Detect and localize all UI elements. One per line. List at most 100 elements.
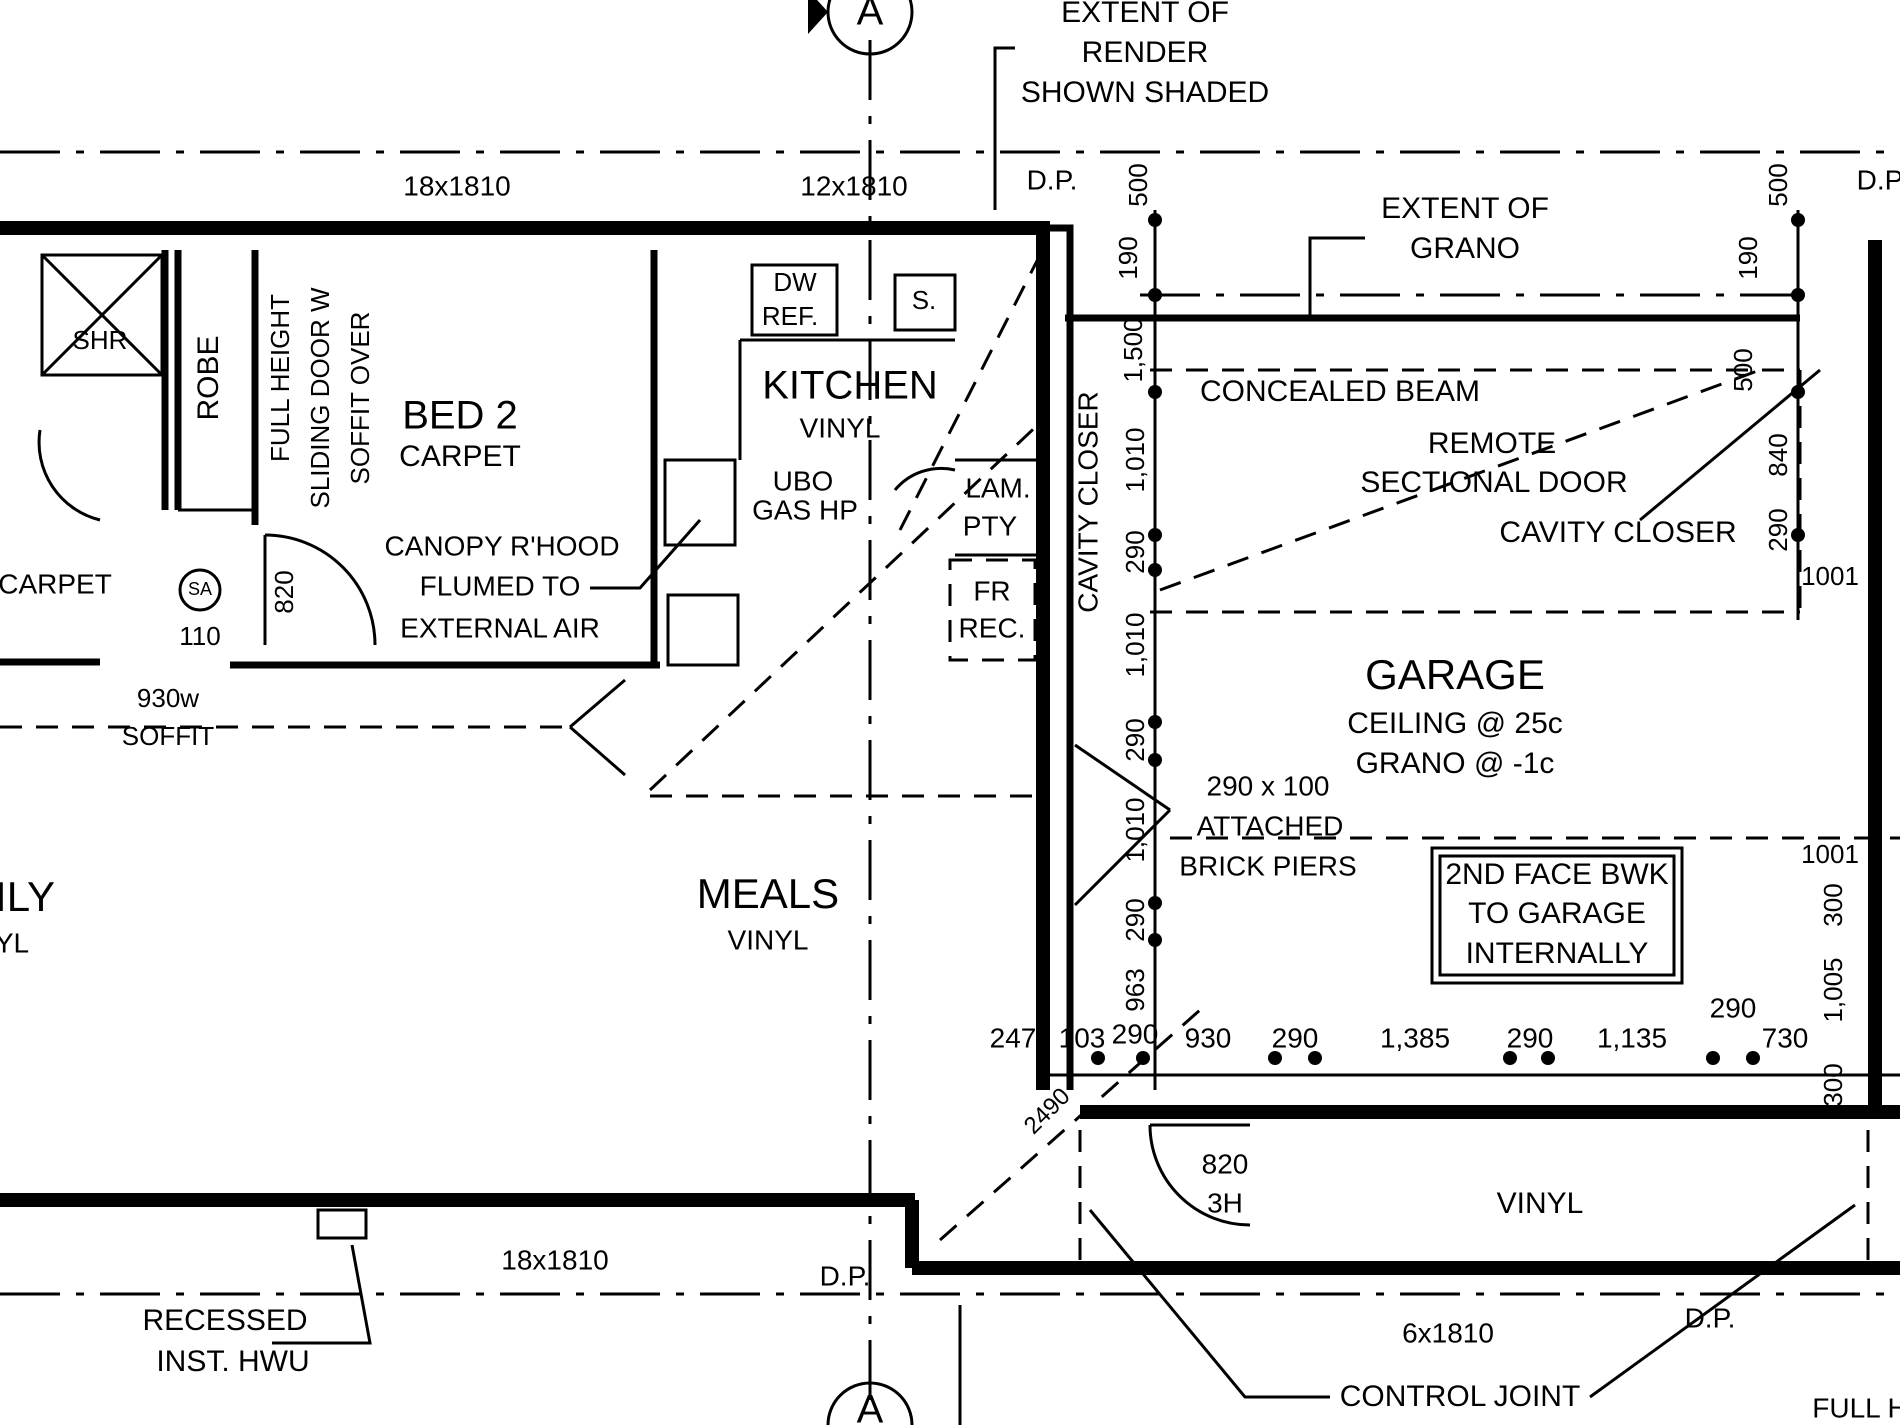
second-face-line-3: INTERNALLY	[1466, 937, 1649, 970]
dim-dot	[1091, 1051, 1105, 1065]
dim-dot	[1308, 1051, 1322, 1065]
dim-text: 963	[1120, 968, 1150, 1011]
dim-dot	[1136, 1051, 1150, 1065]
dishwasher-box	[750, 263, 839, 337]
gas-hp-label: GAS HP	[752, 494, 858, 525]
dim-text: 103	[1059, 1022, 1106, 1053]
dim-dot	[1503, 1051, 1517, 1065]
hwu-box	[316, 1208, 368, 1240]
leader-lines	[272, 46, 1856, 1425]
doors	[37, 429, 1251, 1227]
ref-label: REF.	[762, 301, 818, 331]
shower-cross-2	[40, 253, 164, 377]
shr-label: SHR	[73, 325, 128, 355]
dw-label: DW	[773, 267, 817, 297]
second-face-line-2: TO GARAGE	[1468, 897, 1646, 930]
dim-dot	[1791, 528, 1805, 542]
dp-label: D.P.	[1027, 164, 1078, 195]
kitchen-finish: VINYL	[800, 412, 881, 443]
reference-lines	[0, 40, 1900, 1400]
extent-grano-line-1: EXTENT OF	[1381, 192, 1549, 225]
dim-text: 500	[1123, 163, 1153, 206]
canopy-line-3: EXTERNAL AIR	[400, 612, 600, 643]
dim-text: 930	[1185, 1022, 1232, 1053]
dim-text: 110	[179, 621, 220, 651]
dim-text: 190	[1733, 236, 1763, 279]
smoke-alarm-circle	[178, 568, 222, 612]
dim-text: 1,010	[1120, 797, 1150, 862]
fixtures	[40, 253, 1684, 1240]
garage-name: GARAGE	[1365, 651, 1545, 698]
dim-text: 290	[1272, 1022, 1319, 1053]
dim-dot	[1746, 1051, 1760, 1065]
dim-dot	[1706, 1051, 1720, 1065]
dp-label: D.P	[1857, 164, 1900, 195]
concealed-beam-label: CONCEALED BEAM	[1200, 375, 1480, 408]
grano-leader	[1308, 236, 1365, 320]
window-label: 12x1810	[800, 170, 907, 201]
section-marker-top-arrow	[808, 0, 828, 34]
section-marker-bottom	[826, 1381, 914, 1425]
garage-door-swing	[1148, 1124, 1251, 1227]
bed2-door-swing	[264, 533, 377, 646]
brick-piers-line-1: 290 x 100	[1207, 770, 1330, 801]
dim-dot	[1148, 385, 1162, 399]
control-joint-leader-2	[1589, 1203, 1856, 1399]
dim-text: 500	[1728, 348, 1758, 391]
dim-text: 190	[1113, 236, 1143, 279]
meals-finish: VINYL	[728, 924, 809, 955]
dim-text: 247	[990, 1022, 1037, 1053]
ens-door-swing	[37, 429, 101, 522]
extent-render-line-2: RENDER	[1082, 36, 1209, 69]
cooktop-box	[663, 458, 737, 547]
smoke-alarm-label: SA	[188, 579, 212, 599]
sink-label: S.	[912, 285, 937, 315]
full-height-line-1: FULL HEIGHT	[265, 294, 295, 462]
dim-text: 1,135	[1597, 1022, 1667, 1053]
meals-name: MEALS	[697, 870, 839, 917]
window-label: 18x1810	[403, 170, 510, 201]
dim-text: 1,385	[1380, 1022, 1450, 1053]
dim-text: 300	[1818, 1063, 1848, 1106]
kitchen-diagonal	[898, 254, 1042, 531]
render-leader	[993, 46, 1015, 210]
dim-dot	[1148, 213, 1162, 227]
bed2-name: BED 2	[402, 394, 518, 438]
cavity-closer-right: CAVITY CLOSER	[1499, 516, 1736, 549]
dim-text: 2490	[1019, 1083, 1076, 1140]
window-label: 6x1810	[1402, 1317, 1494, 1348]
dim-text: 840	[1763, 433, 1793, 476]
recessed-line-2: INST. HWU	[156, 1345, 309, 1378]
dim-dot	[1148, 933, 1162, 947]
pty-label: PTY	[963, 510, 1018, 541]
door-820-label: 820	[1202, 1148, 1249, 1179]
extent-render-line-3: SHOWN SHADED	[1021, 76, 1269, 109]
dim-text: 290	[1507, 1022, 1554, 1053]
dim-text: 1,010	[1120, 427, 1150, 492]
dim-dot	[1791, 213, 1805, 227]
section-marker-bottom-label: A	[857, 1388, 884, 1425]
family-name: ILY	[0, 873, 55, 920]
ubo-label: UBO	[773, 465, 834, 496]
control-joint-label: CONTROL JOINT	[1340, 1380, 1581, 1413]
dim-text: 1,500	[1118, 317, 1148, 382]
cavity-closer-leader	[1639, 368, 1821, 522]
full-height-line-2: SLIDING DOOR W	[305, 287, 335, 508]
canopy-line-2: FLUMED TO	[420, 570, 581, 601]
dim-text: 820	[269, 570, 299, 613]
dim-text: 290	[1120, 718, 1150, 761]
garage-grano: GRANO @ -1c	[1356, 747, 1555, 780]
remote-door-line-2: SECTIONAL DOOR	[1360, 466, 1627, 499]
full-height-line-3: SOFFIT OVER	[345, 312, 375, 485]
brick-piers-line-2: ATTACHED	[1197, 810, 1344, 841]
dim-text: 290	[1763, 508, 1793, 551]
dim-dot	[1268, 1051, 1282, 1065]
dim-dot	[1148, 528, 1162, 542]
full-h-label: FULL H	[1812, 1392, 1900, 1423]
dim-dot	[1148, 563, 1162, 577]
pantry-door-swing	[893, 466, 956, 491]
dim-dot	[1541, 1051, 1555, 1065]
dim-text: 1001	[1801, 839, 1859, 869]
